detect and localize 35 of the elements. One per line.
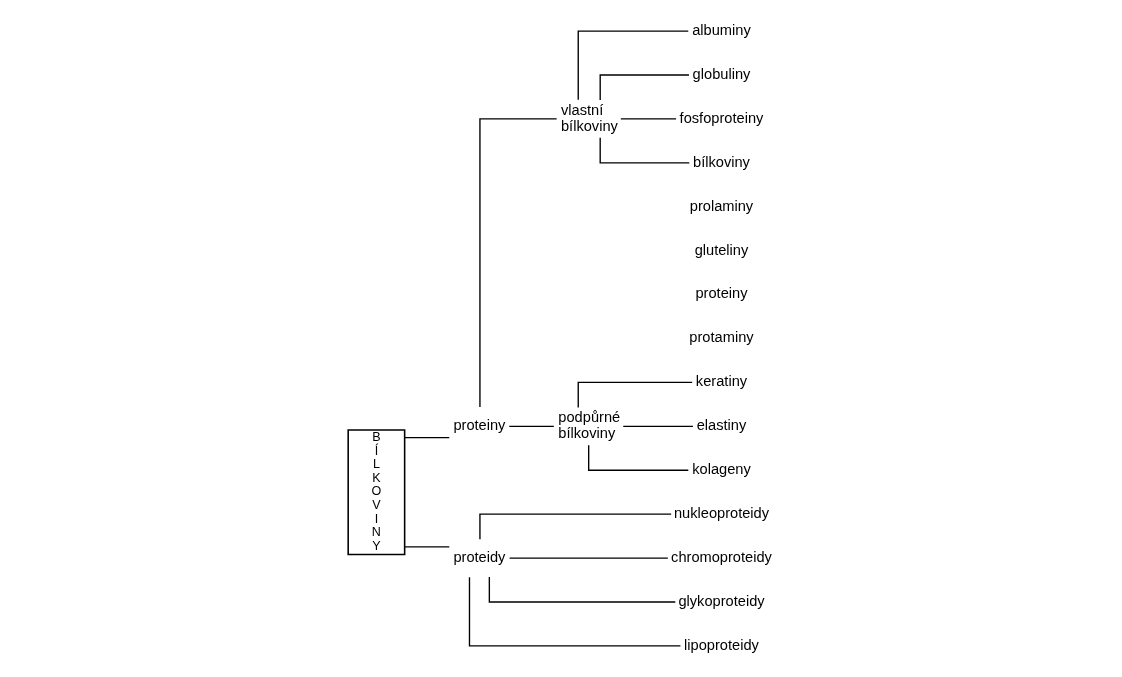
connector (599, 137, 690, 164)
node-text: lipoproteidy (683, 636, 759, 653)
node-text: proteiny (694, 285, 747, 302)
node-text: glykoproteidy (677, 592, 765, 609)
node-text: fosfoproteiny (679, 109, 763, 126)
connector (577, 30, 689, 101)
connector (488, 576, 676, 603)
connector (619, 118, 677, 120)
node-text: vlastní bílkoviny (560, 101, 618, 134)
node-text: proteidy (452, 548, 505, 565)
node-text: gluteliny (694, 241, 748, 258)
node-text: albuminy (691, 21, 751, 38)
connector (587, 444, 689, 471)
connector (599, 74, 690, 101)
connector (403, 546, 450, 548)
node-text: keratiny (695, 373, 747, 390)
node-text: nukleoproteidy (673, 505, 769, 522)
node-text: globuliny (692, 65, 750, 82)
node-text: chromoproteidy (670, 548, 772, 565)
connector (403, 436, 450, 439)
connector (577, 381, 693, 409)
node-text: bílkoviny (692, 153, 750, 170)
node-text: kolageny (691, 461, 751, 478)
node-text: prolaminy (689, 197, 753, 214)
connector (508, 557, 668, 559)
connector (478, 513, 672, 540)
connector (622, 425, 694, 427)
connector (508, 425, 554, 427)
node-text: protaminy (688, 329, 754, 346)
connector (478, 118, 557, 408)
node-text: elastiny (696, 417, 746, 434)
node-text: podpůrné bílkoviny (557, 409, 620, 442)
node-text: proteiny (452, 417, 505, 434)
connector (468, 576, 681, 647)
node-box: BÍLKOVINY (346, 429, 405, 556)
